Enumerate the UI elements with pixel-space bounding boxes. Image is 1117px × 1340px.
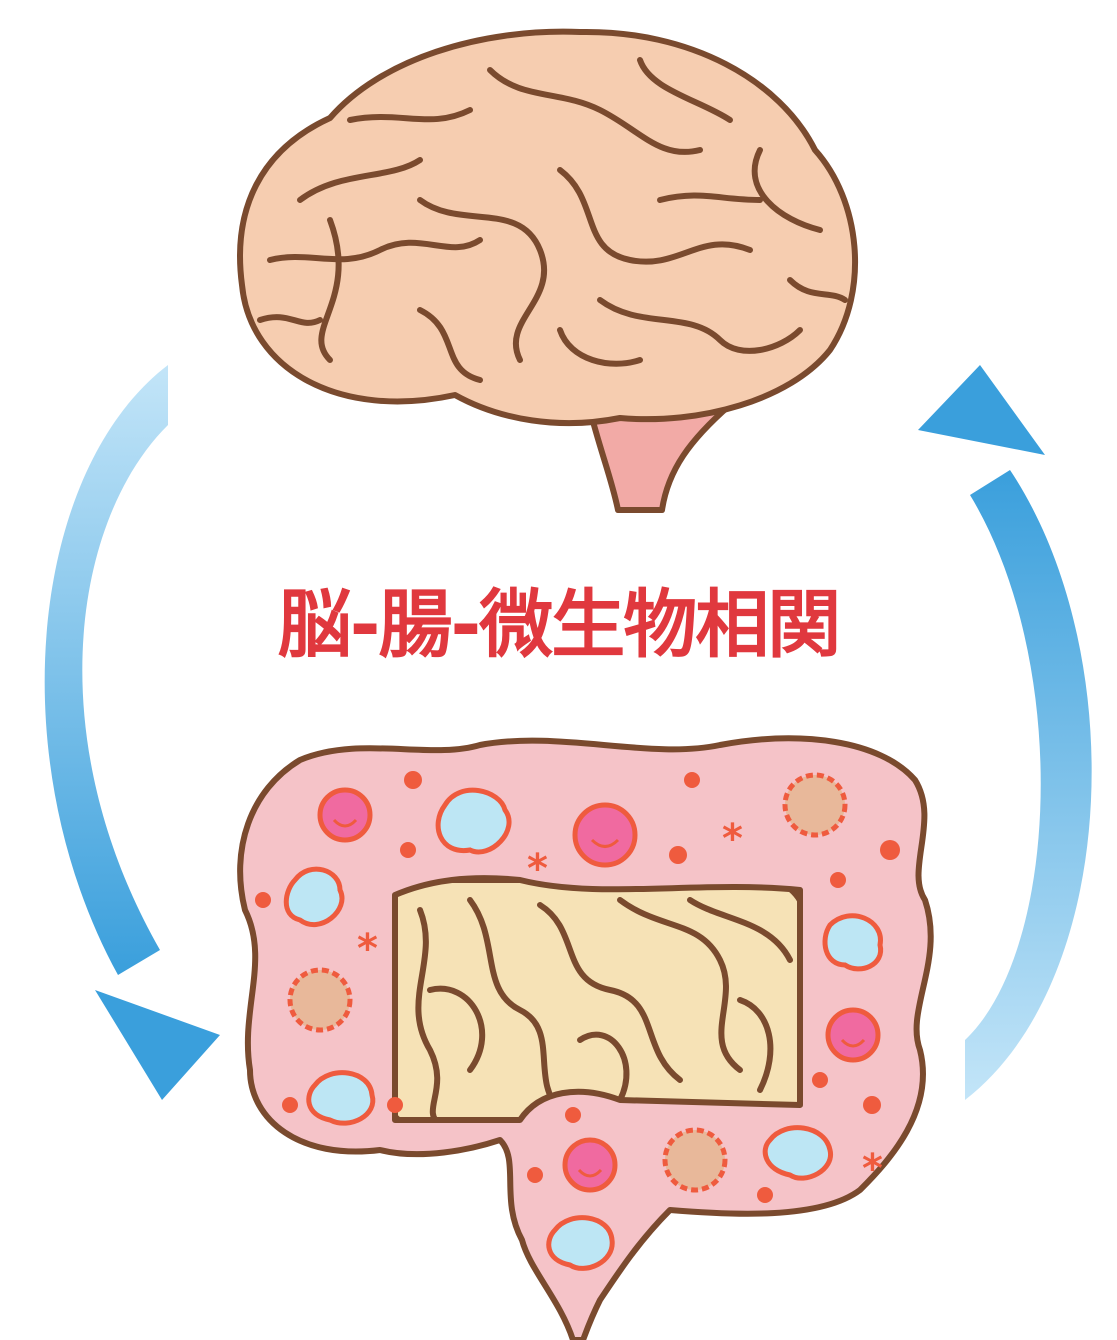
- small-microbe: [684, 772, 700, 788]
- small-microbe: [812, 1072, 828, 1088]
- small-microbe: [863, 1096, 881, 1114]
- small-microbe: [255, 892, 271, 908]
- star-microbe: *: [357, 926, 378, 972]
- diagram-title: 脳-腸-微生物相関: [0, 588, 1117, 662]
- small-microbe: [830, 872, 846, 888]
- orange-microbe: [565, 1140, 615, 1190]
- small-microbe: [669, 846, 687, 864]
- small-microbe: [527, 1167, 543, 1183]
- blue-microbe: [309, 1073, 373, 1124]
- orange-microbe: [320, 790, 370, 840]
- small-microbe: [387, 1097, 403, 1113]
- blue-microbe: [765, 1128, 830, 1179]
- star-microbe: *: [722, 816, 743, 862]
- small-microbe: [757, 1187, 773, 1203]
- blue-microbe: [286, 869, 342, 924]
- small-microbe: [404, 771, 422, 789]
- spiky-microbe: [785, 775, 845, 835]
- small-microbe: [400, 842, 416, 858]
- blue-microbe: [825, 916, 881, 969]
- small-microbe: [880, 840, 900, 860]
- spiky-microbe: [665, 1130, 725, 1190]
- brain-illustration: [240, 32, 855, 510]
- orange-microbe: [828, 1010, 878, 1060]
- right-cycle-arrow: [918, 365, 1092, 1100]
- intestine-illustration: * * * *: [240, 738, 931, 1340]
- orange-microbe: [575, 805, 635, 865]
- star-microbe: *: [862, 1146, 883, 1192]
- star-microbe: *: [527, 846, 548, 892]
- left-cycle-arrow: [45, 365, 220, 1100]
- small-microbe: [282, 1097, 298, 1113]
- blue-microbe: [438, 790, 509, 852]
- small-microbe: [565, 1107, 581, 1123]
- blue-microbe: [549, 1218, 612, 1269]
- spiky-microbe: [290, 970, 350, 1030]
